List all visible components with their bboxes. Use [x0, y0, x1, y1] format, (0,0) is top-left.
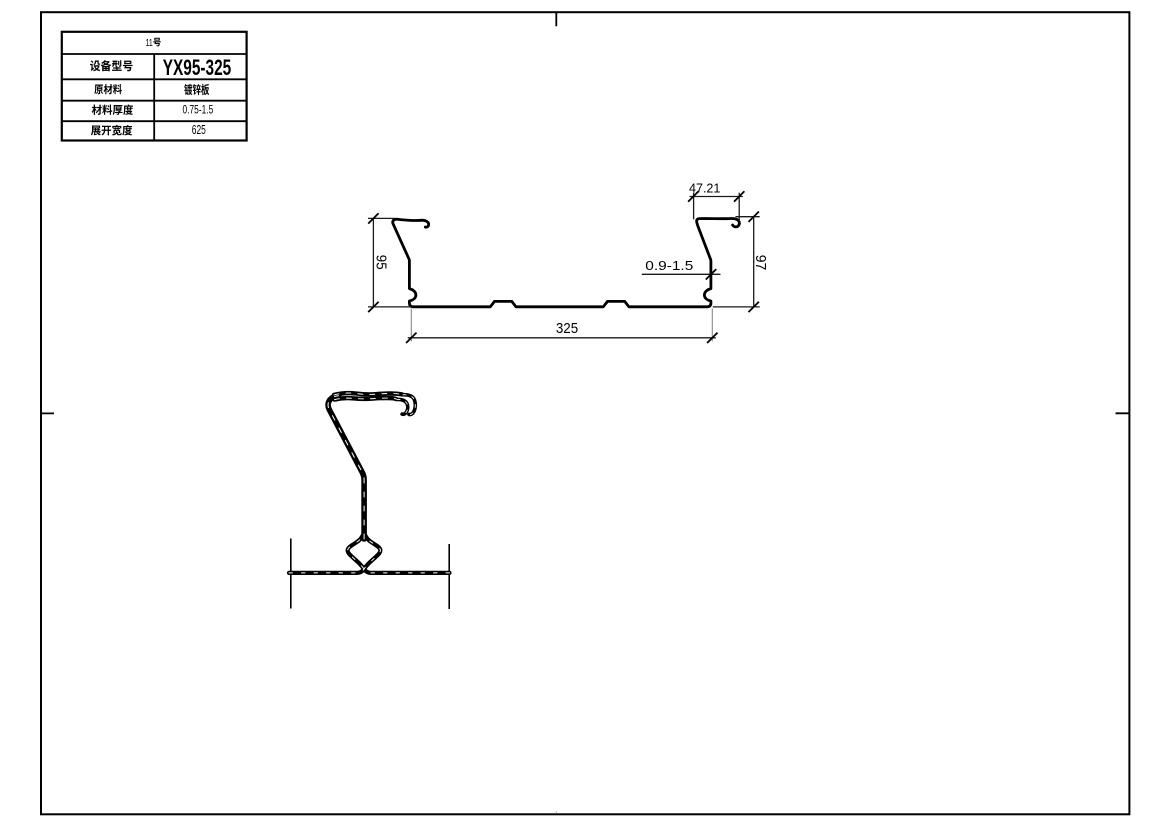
svg-text:625: 625 — [192, 123, 206, 137]
svg-text:YX95-325: YX95-325 — [163, 55, 231, 80]
svg-text:95: 95 — [373, 255, 390, 270]
svg-text:47.21: 47.21 — [689, 180, 720, 195]
svg-text:97: 97 — [752, 255, 769, 271]
svg-text:0.75-1.5: 0.75-1.5 — [183, 103, 214, 117]
svg-text:11: 11 — [146, 37, 153, 49]
svg-text:0.9-1.5: 0.9-1.5 — [645, 258, 693, 273]
svg-text:325: 325 — [556, 320, 578, 337]
